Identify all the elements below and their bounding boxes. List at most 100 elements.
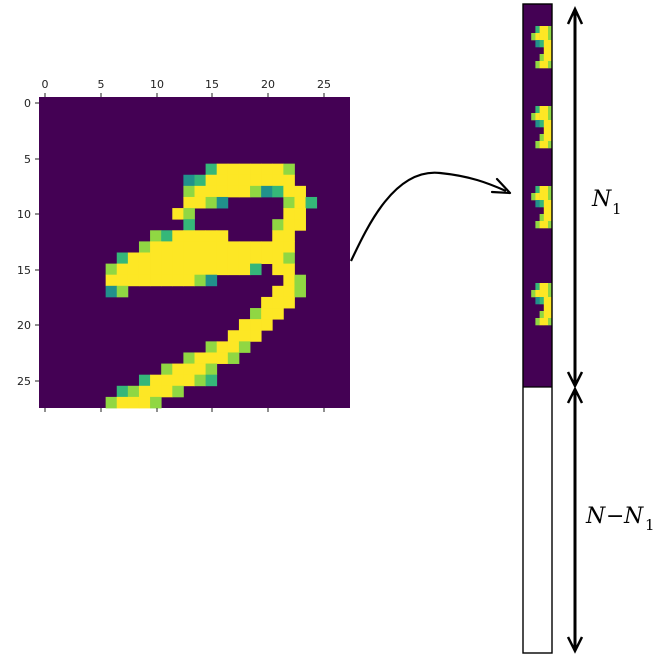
digit-pixel [250, 308, 262, 320]
strip-pixel [531, 33, 536, 41]
digit-pixel [294, 196, 306, 209]
digit-pixel [138, 241, 151, 253]
digit-pixel [183, 263, 195, 276]
digit-pixel [250, 252, 262, 265]
digit-pixel [183, 352, 195, 364]
digit-pixel [216, 263, 229, 276]
digit-pixel [216, 352, 229, 364]
strip-pixel [548, 141, 553, 149]
strip-pixel [548, 26, 553, 34]
strip-pixel [539, 141, 545, 149]
strip-pixel [548, 193, 553, 201]
strip-pixel [539, 200, 545, 208]
digit-pixel [227, 185, 240, 198]
digit-pixel [250, 263, 262, 276]
digit-pixel [205, 374, 218, 387]
flatten-arrow-curve [350, 171, 507, 262]
strip-pixel [535, 26, 540, 34]
strip-pixel [548, 221, 553, 229]
n1-arrow-bottom [566, 371, 584, 389]
digit-pixel [194, 374, 207, 387]
digit-pixel [105, 274, 118, 287]
strip-pixel [539, 33, 545, 41]
digit-pixel [227, 241, 240, 253]
digit-pixel [283, 274, 295, 287]
digit-pixel [194, 185, 207, 198]
x-axis-top: 0 5 10 15 20 25 [42, 78, 331, 97]
digit-pixel [105, 263, 118, 276]
strip-pixel [535, 40, 540, 48]
digit-pixel [183, 219, 195, 231]
strip-pixel [548, 207, 553, 215]
digit-pixel [272, 230, 284, 242]
strip-pixel [539, 120, 545, 128]
digit-pixel [183, 374, 195, 387]
digit-pixel [294, 274, 306, 287]
n-minus-n1-arrow-bottom [566, 636, 584, 654]
digit-pixel [183, 208, 195, 220]
strip-pixel [531, 113, 536, 121]
strip-pixel [548, 290, 553, 298]
digit-pixel [272, 174, 284, 187]
strip-pixel [539, 297, 545, 305]
x-tick-label: 20 [261, 78, 275, 91]
digit-pixel [238, 241, 251, 253]
strip-pixel [535, 120, 540, 128]
digit-pixel [194, 352, 207, 364]
digit-pixel [305, 196, 318, 209]
strip-pixel [543, 207, 549, 215]
strip-pixel [548, 106, 553, 114]
digit-pixel [283, 263, 295, 276]
digit-pixel [283, 230, 295, 242]
digit-pixel [238, 174, 251, 187]
n1-label-sub: 1 [612, 200, 622, 218]
digit-pixel [161, 363, 173, 376]
n-minus-label-main: N [585, 504, 606, 529]
strip-pixel [535, 221, 540, 229]
digit-pixel [261, 185, 273, 198]
digit-pixel [183, 174, 195, 187]
strip-pixel [548, 214, 553, 222]
strip-pixel [548, 297, 553, 305]
digit-pixel [238, 330, 251, 342]
digit-pixel [250, 185, 262, 198]
strip-pixel [535, 200, 540, 208]
strip-pixel [539, 186, 545, 194]
digit-pixel [116, 285, 129, 298]
digit-pixel [116, 274, 129, 287]
strip-pixel [539, 214, 545, 222]
digit-pixel [172, 385, 184, 398]
strip-pixel [548, 33, 553, 41]
strip-pixel [543, 297, 549, 305]
digit-pixel [216, 185, 229, 198]
strip-pixel [543, 221, 549, 229]
digit-pixel [116, 252, 129, 265]
digit-pixel [138, 374, 151, 387]
strip-pixel [543, 186, 549, 194]
strip-pixel [543, 134, 549, 142]
strip-pixel [535, 113, 540, 121]
digit-pixel [227, 163, 240, 176]
digit-pixel [150, 374, 162, 387]
digit-pixel [294, 219, 306, 231]
strip-pixel [535, 283, 540, 291]
digit-pixel [183, 252, 195, 265]
dimension-arrows [566, 6, 584, 654]
strip-pixel [543, 40, 549, 48]
digit-pixel [194, 241, 207, 253]
digit-pixel [238, 163, 251, 176]
n-minus-label-var: N [623, 504, 644, 529]
strip-pixel [535, 141, 540, 149]
digit-pixel [116, 385, 129, 398]
digit-pixel [261, 174, 273, 187]
digit-pixel [261, 319, 273, 331]
digit-pixel [216, 163, 229, 176]
digit-pixel [294, 285, 306, 298]
strip-pixel [535, 290, 540, 298]
digit-pixel [272, 263, 284, 276]
digit-pixel [150, 396, 162, 409]
digit-pixel [183, 274, 195, 287]
digit-pixel [138, 274, 151, 287]
strip-pixel [543, 61, 549, 69]
strip-pixel [535, 186, 540, 194]
